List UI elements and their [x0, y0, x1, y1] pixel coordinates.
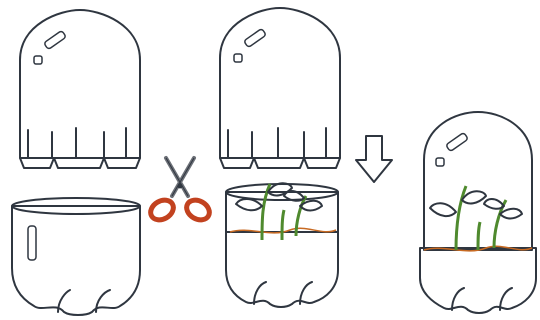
step-2-plant-seedlings — [220, 8, 340, 307]
bottle-top — [220, 8, 340, 168]
bottle-top — [20, 10, 140, 168]
scissors-icon — [147, 158, 213, 224]
planted-base — [226, 183, 338, 307]
step-1-cut-bottle — [12, 10, 140, 315]
mini-greenhouse — [420, 112, 536, 313]
arrow-down-icon — [356, 136, 392, 182]
bottle-bottom — [12, 198, 140, 315]
step-3-assembled-greenhouse — [420, 112, 536, 313]
seedlings — [430, 186, 522, 250]
